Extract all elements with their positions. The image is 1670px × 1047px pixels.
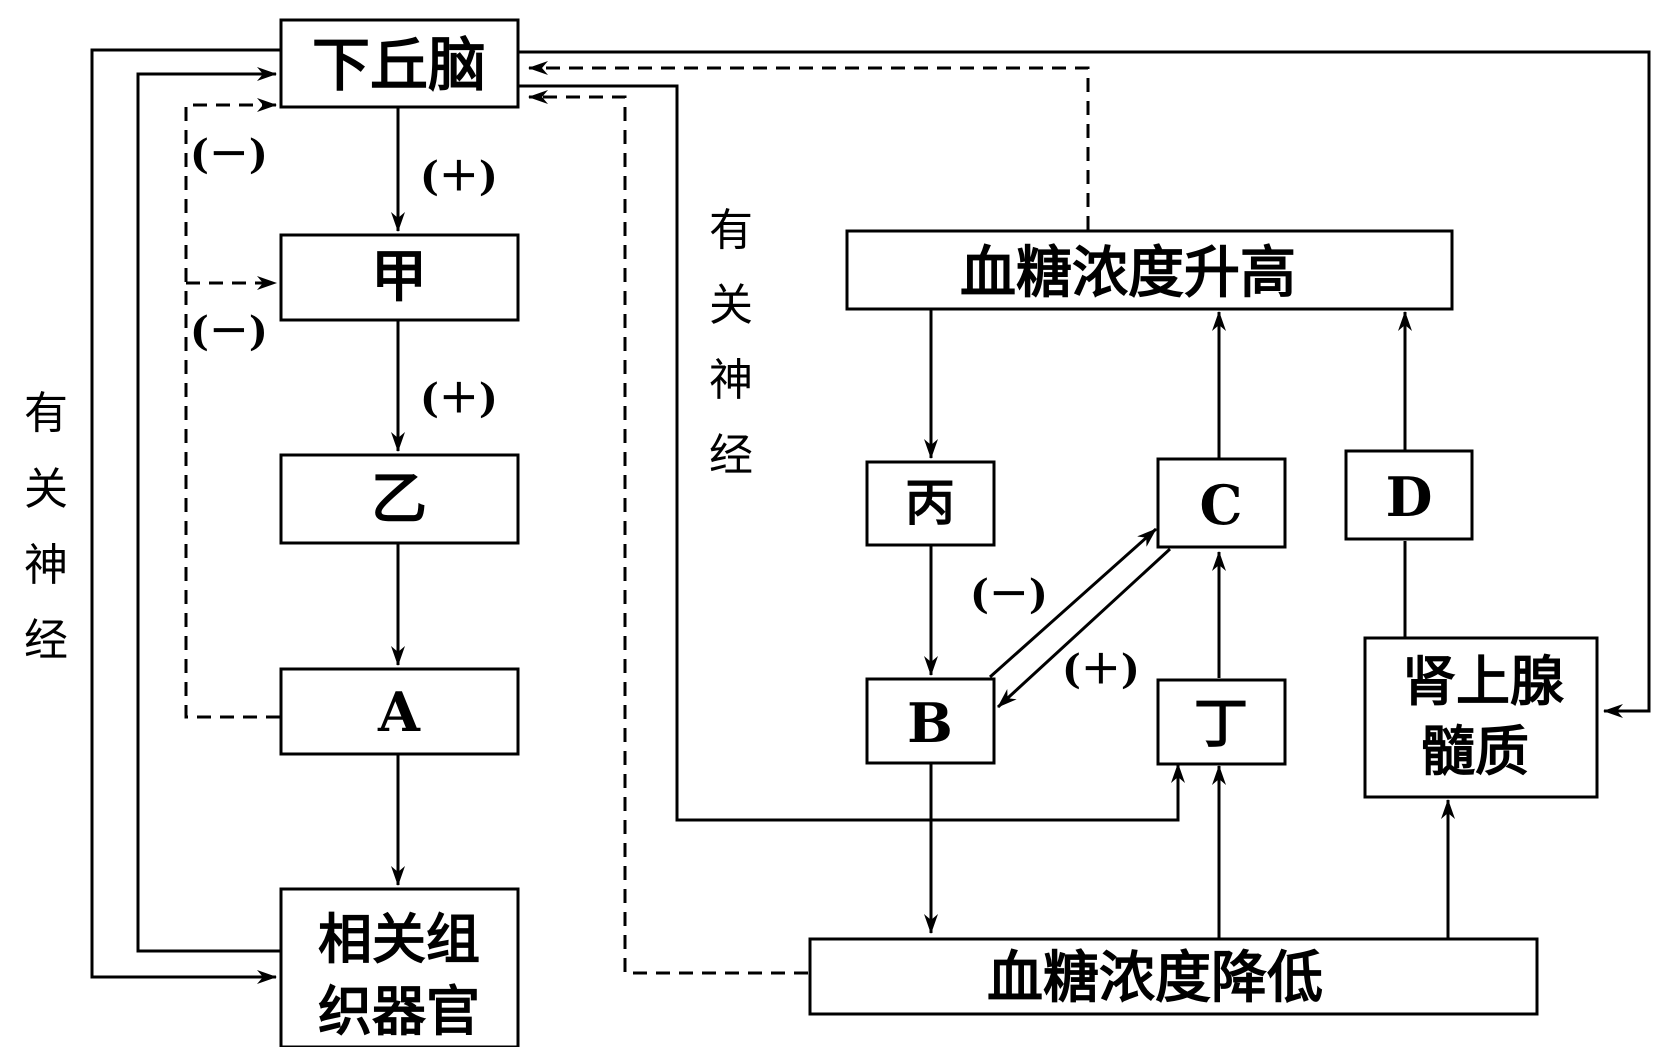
sign-plus-jia-to-yi: (＋) <box>420 375 498 422</box>
node-yi-label: 乙 <box>371 466 427 532</box>
nerve-organs-to-hypothalamus <box>136 67 280 953</box>
node-glucose-rise-label: 血糖浓度升高 <box>960 240 1296 306</box>
node-b: B <box>865 677 996 765</box>
left-nerve-char-4: 经 <box>24 615 68 666</box>
sign-plus-b-to-c: (＋) <box>1062 646 1140 693</box>
node-glucose-rise: 血糖浓度升高 <box>845 229 1454 311</box>
node-jia: 甲 <box>279 233 520 322</box>
node-d-label: D <box>1386 465 1433 529</box>
middle-nerve-char-1: 有 <box>709 205 753 256</box>
sign-minus-jia: (－) <box>190 308 268 355</box>
middle-nerve-label: 有 关 神 经 <box>709 205 753 481</box>
feedback-a-to-hypothalamus <box>184 98 280 719</box>
node-bing-label: 丙 <box>905 473 955 532</box>
node-target-organs-line1: 相关组 <box>318 907 480 971</box>
node-d: D <box>1344 449 1474 541</box>
sign-minus-hypothalamus: (－) <box>190 131 268 178</box>
node-hypothalamus-label: 下丘脑 <box>312 31 486 99</box>
node-a-label: A <box>377 680 421 744</box>
node-a: A <box>279 667 520 756</box>
node-ding: 丁 <box>1156 678 1287 766</box>
nerve-hypothalamus-to-adrenal <box>518 50 1651 718</box>
dashed-glucose-fall-to-hypothalamus <box>528 90 808 975</box>
node-adrenal-line2: 髓质 <box>1421 719 1529 783</box>
node-hypothalamus: 下丘脑 <box>279 18 520 109</box>
middle-nerve-char-4: 经 <box>709 430 753 481</box>
node-c: C <box>1156 457 1287 549</box>
sign-plus-hypothalamus-to-jia: (＋) <box>420 153 498 200</box>
arrow-b-to-c <box>989 527 1157 679</box>
left-nerve-label: 有 关 神 经 <box>24 388 68 666</box>
node-ding-label: 丁 <box>1194 691 1248 755</box>
node-target-organs-line2: 织器官 <box>318 979 480 1043</box>
node-jia-label: 甲 <box>371 244 427 310</box>
left-nerve-char-1: 有 <box>24 388 68 439</box>
left-nerve-char-2: 关 <box>24 464 68 515</box>
node-glucose-fall: 血糖浓度降低 <box>808 937 1539 1016</box>
node-adrenal-line1: 肾上腺 <box>1402 649 1565 713</box>
dashed-glucose-rise-to-hypothalamus <box>528 61 1090 230</box>
sign-minus-c-to-b: (－) <box>970 571 1048 618</box>
node-adrenal-medulla: 肾上腺 髓质 <box>1363 636 1599 799</box>
left-nerve-char-3: 神 <box>24 540 68 591</box>
node-yi: 乙 <box>279 453 520 545</box>
nerve-hypothalamus-to-ding <box>518 84 1185 822</box>
node-b-label: B <box>907 691 953 755</box>
node-bing: 丙 <box>865 460 996 547</box>
node-c-label: C <box>1200 473 1243 537</box>
arrow-c-to-b <box>996 547 1172 709</box>
nerve-hypothalamus-to-organs <box>90 48 280 984</box>
middle-nerve-char-3: 神 <box>709 355 753 406</box>
middle-nerve-char-2: 关 <box>709 280 753 331</box>
node-glucose-fall-label: 血糖浓度降低 <box>987 945 1323 1011</box>
node-target-organs: 相关组 织器官 <box>279 887 520 1047</box>
